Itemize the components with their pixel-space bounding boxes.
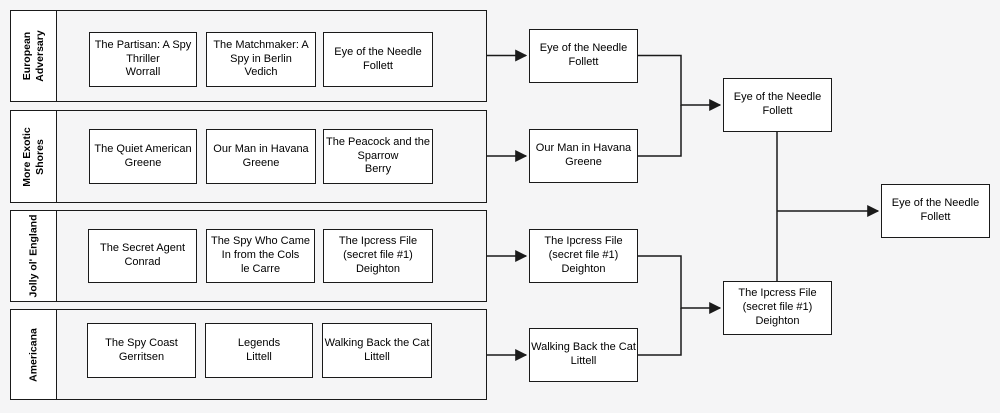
group-label-cell: Jolly ol' England <box>11 211 57 301</box>
book-author: le Carre <box>240 262 281 275</box>
node-our-man-in-havana-group[interactable]: Our Man in Havana Greene <box>206 129 316 184</box>
node-eye-of-the-needle-group[interactable]: Eye of the Needle Follett <box>323 32 433 87</box>
node-the-peacock-and-the-sparrow[interactable]: The Peacock and the Sparrow Berry <box>323 129 433 184</box>
semifinal-node-eye-of-the-needle[interactable]: Eye of the Needle Follett <box>723 78 832 132</box>
connector-round2-1-to-semifinal1 <box>638 54 722 111</box>
book-author: Deighton <box>355 262 401 275</box>
book-title: The Spy Coast <box>105 336 178 349</box>
book-author: Deighton <box>561 262 606 275</box>
node-the-partisan[interactable]: The Partisan: A Spy Thriller Worrall <box>89 32 197 87</box>
node-the-secret-agent[interactable]: The Secret Agent Conrad <box>88 229 197 283</box>
group-jolly-ol-england[interactable]: Jolly ol' England <box>10 210 487 302</box>
connector-round2-2-to-semifinal1 <box>638 105 682 157</box>
book-title: The Secret Agent <box>100 242 185 255</box>
book-title: Our Man in Havana <box>213 142 309 155</box>
round2-node-eye-of-the-needle[interactable]: Eye of the Needle Follett <box>529 29 638 83</box>
book-title: The Partisan: A Spy Thriller <box>94 38 192 65</box>
book-title: The Matchmaker: A Spy in Berlin <box>213 38 309 65</box>
book-author: Littell <box>364 350 390 363</box>
book-author: Follett <box>762 105 793 117</box>
node-the-spy-who-came-in[interactable]: The Spy Who Came In from the Cols le Car… <box>206 229 315 283</box>
book-title: Eye of the Needle <box>733 91 822 104</box>
connector-round2-3-to-semifinal2 <box>638 255 722 314</box>
book-title: Our Man in Havana <box>535 142 632 155</box>
book-author: Follett <box>363 59 393 72</box>
book-title: Walking Back the Cat <box>531 341 636 354</box>
group-european-adversary[interactable]: European Adversary <box>10 10 487 102</box>
group-label-cell: More Exotic Shores <box>11 111 57 202</box>
node-walking-back-the-cat-group[interactable]: Walking Back the Cat Littell <box>322 323 432 378</box>
group-label-cell: European Adversary <box>11 11 57 101</box>
book-author: Vedich <box>244 66 278 79</box>
book-title: The Ipcress File (secret file #1) <box>544 235 623 262</box>
node-the-spy-coast[interactable]: The Spy Coast Gerritsen <box>87 323 196 378</box>
node-the-quiet-american[interactable]: The Quiet American Greene <box>89 129 197 184</box>
book-author: Follett <box>568 56 599 68</box>
book-title: Eye of the Needle <box>891 197 980 210</box>
final-node-eye-of-the-needle[interactable]: Eye of the Needle Follett <box>881 184 990 238</box>
book-author: Conrad <box>124 256 161 268</box>
book-title: Legends <box>237 336 281 349</box>
book-author: Littell <box>246 350 272 363</box>
group-more-exotic-shores[interactable]: More Exotic Shores <box>10 110 487 203</box>
book-author: Gerritsen <box>118 350 165 363</box>
node-the-matchmaker[interactable]: The Matchmaker: A Spy in Berlin Vedich <box>206 32 316 87</box>
book-author: Littell <box>570 355 597 367</box>
group-label-cell: Americana <box>11 310 57 399</box>
book-title: The Ipcress File (secret file #1) <box>338 235 418 262</box>
node-the-ipcress-file-group[interactable]: The Ipcress File (secret file #1) Deight… <box>323 229 433 283</box>
connector-round2-4-to-semifinal2 <box>638 308 682 356</box>
group-label: European Adversary <box>20 30 46 82</box>
group-label: Jolly ol' England <box>26 214 39 298</box>
group-americana[interactable]: Americana <box>10 309 487 400</box>
round2-node-walking-back-the-cat[interactable]: Walking Back the Cat Littell <box>529 328 638 382</box>
round2-node-our-man-in-havana[interactable]: Our Man in Havana Greene <box>529 129 638 183</box>
book-title: Walking Back the Cat <box>324 336 430 349</box>
semifinal-node-the-ipcress-file[interactable]: The Ipcress File (secret file #1) Deight… <box>723 281 832 335</box>
book-author: Greene <box>565 156 602 168</box>
book-author: Berry <box>364 163 392 176</box>
node-legends[interactable]: Legends Littell <box>205 323 313 378</box>
book-title: The Quiet American <box>94 142 192 155</box>
book-title: Eye of the Needle <box>539 42 628 55</box>
group-label: Americana <box>26 327 39 382</box>
group-label: More Exotic Shores <box>20 126 46 187</box>
book-author: Greene <box>242 156 280 169</box>
book-author: Greene <box>124 156 162 169</box>
book-author: Follett <box>920 211 951 223</box>
book-title: Eye of the Needle <box>334 45 422 58</box>
book-author: Deighton <box>755 314 800 327</box>
book-title: The Peacock and the Sparrow <box>326 135 430 162</box>
book-title: The Ipcress File (secret file #1) <box>738 287 817 314</box>
book-author: Worrall <box>125 66 161 79</box>
round2-node-the-ipcress-file[interactable]: The Ipcress File (secret file #1) Deight… <box>529 229 638 283</box>
book-title: The Spy Who Came In from the Cols <box>210 235 311 262</box>
